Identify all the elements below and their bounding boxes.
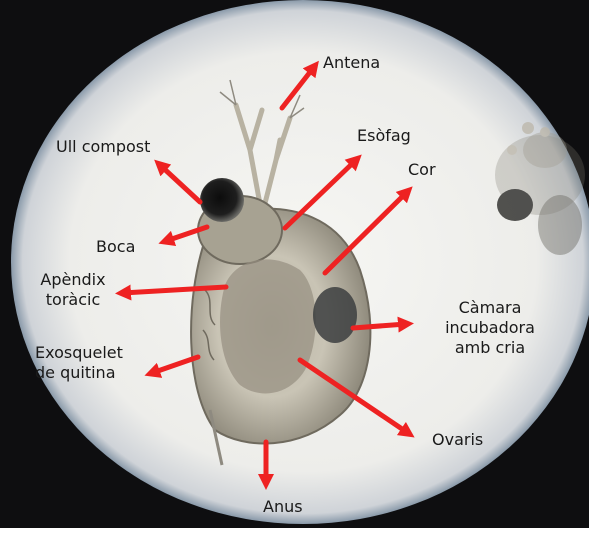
label-camara: Càmara incubadora amb cria <box>440 298 540 358</box>
label-exosquelet-line2: de quitina <box>35 363 123 383</box>
label-ull-compost: Ull compost <box>56 137 150 157</box>
label-apendix-line1: Apèndix <box>32 270 114 290</box>
label-esofag: Esòfag <box>357 126 411 146</box>
label-camara-line1: Càmara <box>440 298 540 318</box>
label-cor: Cor <box>408 160 436 180</box>
label-exosquelet: Exosquelet de quitina <box>35 343 123 383</box>
label-apendix-line2: toràcic <box>32 290 114 310</box>
label-apendix: Apèndix toràcic <box>32 270 114 310</box>
label-antena: Antena <box>323 53 380 73</box>
label-camara-line3: amb cria <box>440 338 540 358</box>
label-boca: Boca <box>96 237 135 257</box>
label-exosquelet-line1: Exosquelet <box>35 343 123 363</box>
label-anus: Anus <box>263 497 303 517</box>
label-ovaris: Ovaris <box>432 430 483 450</box>
label-camara-line2: incubadora <box>440 318 540 338</box>
